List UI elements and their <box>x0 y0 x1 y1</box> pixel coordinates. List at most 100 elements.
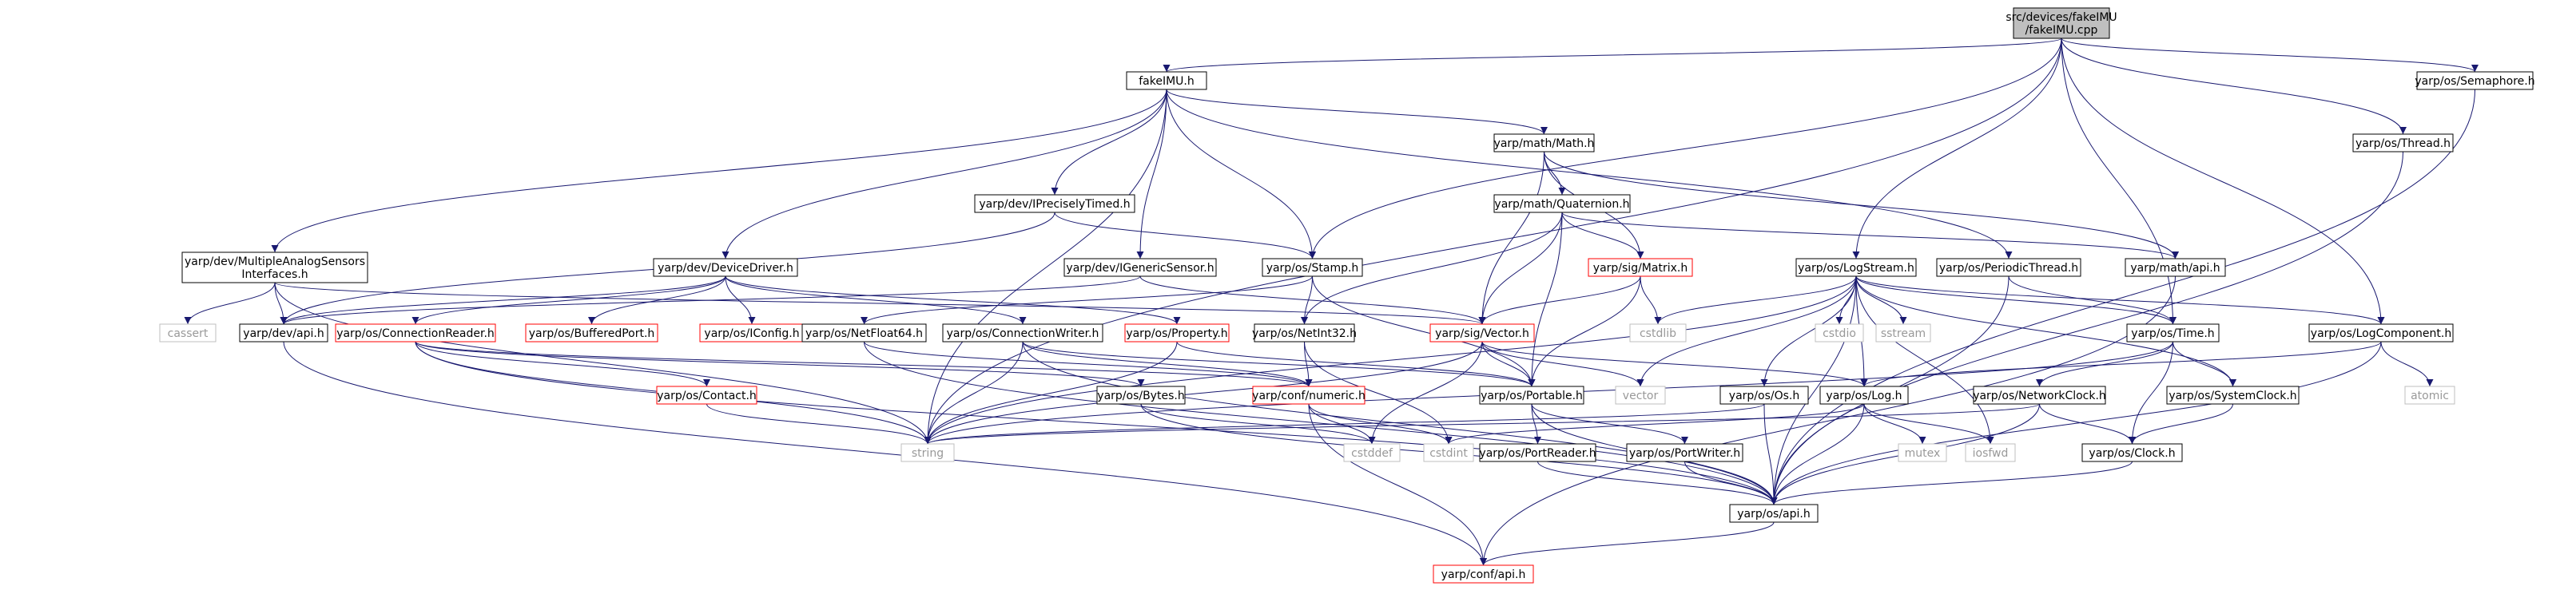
node-label: yarp/os/Portable.h <box>1481 390 1583 402</box>
node-thread[interactable]: yarp/os/Thread.h <box>2352 133 2454 152</box>
node-confapi[interactable]: yarp/conf/api.h <box>1433 564 1534 584</box>
dependency-edge <box>1308 403 1487 566</box>
dependency-edge <box>924 341 1024 445</box>
dependency-edge <box>1770 151 2403 505</box>
node-box <box>181 251 368 283</box>
node-label: iosfwd <box>1973 447 2009 460</box>
node-connreader[interactable]: yarp/os/ConnectionReader.h <box>335 323 496 343</box>
node-label: yarp/os/BufferedPort.h <box>529 327 655 340</box>
node-box <box>2404 386 2455 405</box>
node-label: yarp/os/NetFloat64.h <box>805 327 923 340</box>
node-label: yarp/os/PortReader.h <box>1479 447 1596 460</box>
node-networkclock[interactable]: yarp/os/NetworkClock.h <box>1973 386 2106 405</box>
dependency-edge <box>274 282 1485 325</box>
node-box <box>1898 443 1947 462</box>
node-label: src/devices/fakeIMU <box>2006 11 2117 24</box>
node-iconfig[interactable]: yarp/os/IConfig.h <box>699 323 805 343</box>
node-portwriter[interactable]: yarp/os/PortWriter.h <box>1626 443 1743 462</box>
node-iprecise[interactable]: yarp/dev/IPreciselyTimed.h <box>974 194 1135 213</box>
node-devapi[interactable]: yarp/dev/api.h <box>239 323 328 343</box>
dependency-edge <box>1537 461 1778 505</box>
node-contact[interactable]: yarp/os/Contact.h <box>656 386 757 405</box>
dependency-edge <box>1480 521 1775 566</box>
node-box <box>1875 323 1931 343</box>
dependency-edge <box>1636 275 1857 387</box>
node-label: yarp/os/ConnectionWriter.h <box>947 327 1099 340</box>
dependency-edge <box>1445 403 1865 445</box>
node-box <box>159 323 217 343</box>
dependency-edge <box>1763 403 1778 505</box>
node-portable[interactable]: yarp/os/Portable.h <box>1479 386 1584 405</box>
node-label: atomic <box>2411 390 2449 402</box>
node-matrix[interactable]: yarp/sig/Matrix.h <box>1588 258 1693 277</box>
node-logstream[interactable]: yarp/os/LogStream.h <box>1795 258 1917 277</box>
dependency-edge <box>2039 403 2136 445</box>
dependency-edge <box>924 89 1167 445</box>
node-root[interactable]: src/devices/fakeIMU/fakeIMU.cpp <box>2006 7 2117 39</box>
node-label: yarp/os/api.h <box>1737 508 1810 521</box>
node-clock[interactable]: yarp/os/Clock.h <box>2081 443 2183 462</box>
node-quaternion[interactable]: yarp/math/Quaternion.h <box>1493 194 1631 213</box>
node-box <box>1252 386 1366 405</box>
dependency-edge <box>1561 212 1644 259</box>
node-label: yarp/os/Property.h <box>1126 327 1227 340</box>
node-label: yarp/math/api.h <box>2130 262 2220 275</box>
node-mutex: mutex <box>1898 443 1947 462</box>
dependency-edge <box>415 341 1313 387</box>
node-periodic[interactable]: yarp/os/PeriodicThread.h <box>1936 258 2081 277</box>
node-stamp[interactable]: yarp/os/Stamp.h <box>1262 258 1363 277</box>
node-label: yarp/os/LogComponent.h <box>2311 327 2451 340</box>
dependency-edge <box>1481 341 1536 387</box>
dependency-edge <box>924 403 2040 445</box>
dependency-edge <box>1528 275 1641 387</box>
node-property[interactable]: yarp/os/Property.h <box>1124 323 1230 343</box>
dependency-edge <box>2129 341 2173 445</box>
node-label: yarp/os/Time.h <box>2131 327 2214 340</box>
node-devicedriver[interactable]: yarp/dev/DeviceDriver.h <box>653 258 798 277</box>
dependency-edge <box>1309 38 2062 259</box>
node-vector[interactable]: yarp/sig/Vector.h <box>1429 323 1535 343</box>
node-box <box>1343 443 1401 462</box>
node-bufferedport[interactable]: yarp/os/BufferedPort.h <box>525 323 658 343</box>
dependency-edge <box>1544 151 2179 259</box>
dependency-edge <box>2061 38 2385 325</box>
node-atomic: atomic <box>2404 386 2455 405</box>
dependency-edge <box>1863 403 1926 445</box>
dependency-edge <box>1544 151 1566 196</box>
node-fakeimu-h[interactable]: fakeIMU.h <box>1126 71 1207 90</box>
node-igeneric[interactable]: yarp/dev/IGenericSensor.h <box>1063 258 1217 277</box>
dependency-edge <box>1308 403 1453 445</box>
dependency-edge <box>1140 403 1376 445</box>
node-netint32[interactable]: yarp/os/NetInt32.h <box>1252 323 1357 343</box>
node-mathapi[interactable]: yarp/math/api.h <box>2125 258 2226 277</box>
node-portreader[interactable]: yarp/os/PortReader.h <box>1479 443 1596 462</box>
node-mas[interactable]: yarp/dev/MultipleAnalogSensorsInterfaces… <box>181 251 368 283</box>
node-osh[interactable]: yarp/os/Os.h <box>1719 386 1809 405</box>
node-osapi[interactable]: yarp/os/api.h <box>1729 504 1819 523</box>
node-box <box>1729 504 1819 523</box>
node-semaphore[interactable]: yarp/os/Semaphore.h <box>2415 71 2535 90</box>
dependency-edge <box>1368 341 1483 445</box>
node-box <box>1795 258 1917 277</box>
node-log[interactable]: yarp/os/Log.h <box>1819 386 1909 405</box>
node-systemclock[interactable]: yarp/os/SystemClock.h <box>2166 386 2300 405</box>
node-time[interactable]: yarp/os/Time.h <box>2126 323 2220 343</box>
node-sstream: sstream <box>1875 323 1931 343</box>
node-logcomponent[interactable]: yarp/os/LogComponent.h <box>2308 323 2454 343</box>
dependency-edge <box>1528 212 1563 387</box>
node-connwriter[interactable]: yarp/os/ConnectionWriter.h <box>942 323 1103 343</box>
dependency-edge <box>864 341 1778 505</box>
node-bytes[interactable]: yarp/os/Bytes.h <box>1096 386 1186 405</box>
node-math[interactable]: yarp/math/Math.h <box>1493 133 1595 152</box>
node-box <box>1433 564 1534 584</box>
node-box <box>2416 71 2534 90</box>
dependency-edge <box>924 275 1857 445</box>
node-label: yarp/math/Quaternion.h <box>1494 198 1629 211</box>
dependency-edge <box>1301 212 1563 325</box>
node-label: yarp/os/Semaphore.h <box>2415 75 2534 88</box>
node-box <box>1819 386 1909 405</box>
dependency-edge <box>1312 275 1536 387</box>
node-numeric[interactable]: yarp/conf/numeric.h <box>1252 386 1366 405</box>
dependency-edge <box>415 341 710 387</box>
node-netfloat64[interactable]: yarp/os/NetFloat64.h <box>801 323 927 343</box>
